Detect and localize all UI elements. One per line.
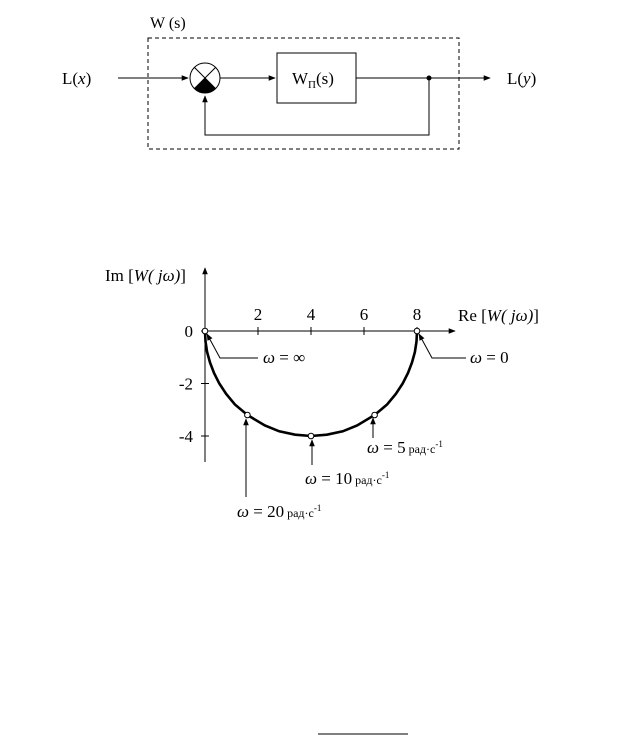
x-tick-label: 2 <box>254 305 263 324</box>
leader-omega-infinity <box>206 333 258 359</box>
feedback-path <box>202 78 430 136</box>
plant-block-label: WП(s) <box>292 69 334 91</box>
annotation-omega-20: ω = 20 рад·с-1 <box>237 502 321 521</box>
x-axis-label: Re [W( jω)] <box>458 306 539 325</box>
summing-junction <box>189 62 221 94</box>
y-axis-label: Im [W( jω)] <box>105 266 186 285</box>
system-label: W (s) <box>150 15 186 32</box>
curve-marker <box>307 432 315 440</box>
curve-markers <box>201 327 421 440</box>
annotation-leaders <box>206 333 466 497</box>
curve-marker <box>201 327 209 335</box>
y-tick-label: 0 <box>185 322 194 341</box>
x-tick-label: 4 <box>307 305 316 324</box>
output-label: L(y) <box>507 69 536 88</box>
curve-marker <box>244 411 251 419</box>
curve-marker <box>413 327 421 335</box>
y-tick-label: -4 <box>179 427 194 446</box>
nyquist-chart: Im [W( jω)] Re [W( jω)] 2 4 6 8 0 -2 -4 ω = ∞… <box>105 266 539 521</box>
block-diagram: W (s) L(x) WП(s) L(y) <box>62 15 536 150</box>
y-tick-label: -2 <box>179 375 193 394</box>
annotation-omega-infinity: ω = ∞ <box>263 348 305 367</box>
leader-omega-zero <box>418 333 466 359</box>
nyquist-curve <box>203 330 419 438</box>
annotation-omega-zero: ω = 0 <box>470 348 509 367</box>
x-tick-label: 6 <box>360 305 369 324</box>
annotation-omega-10: ω = 10 рад·с-1 <box>305 469 389 488</box>
x-ticks: 2 4 6 8 <box>254 305 422 335</box>
system-boundary <box>147 37 460 150</box>
curve-marker <box>371 411 378 419</box>
x-tick-label: 8 <box>413 305 422 324</box>
input-label: L(x) <box>62 69 91 88</box>
negative-sector <box>194 78 216 93</box>
annotation-omega-5: ω = 5 рад·с-1 <box>367 438 443 457</box>
